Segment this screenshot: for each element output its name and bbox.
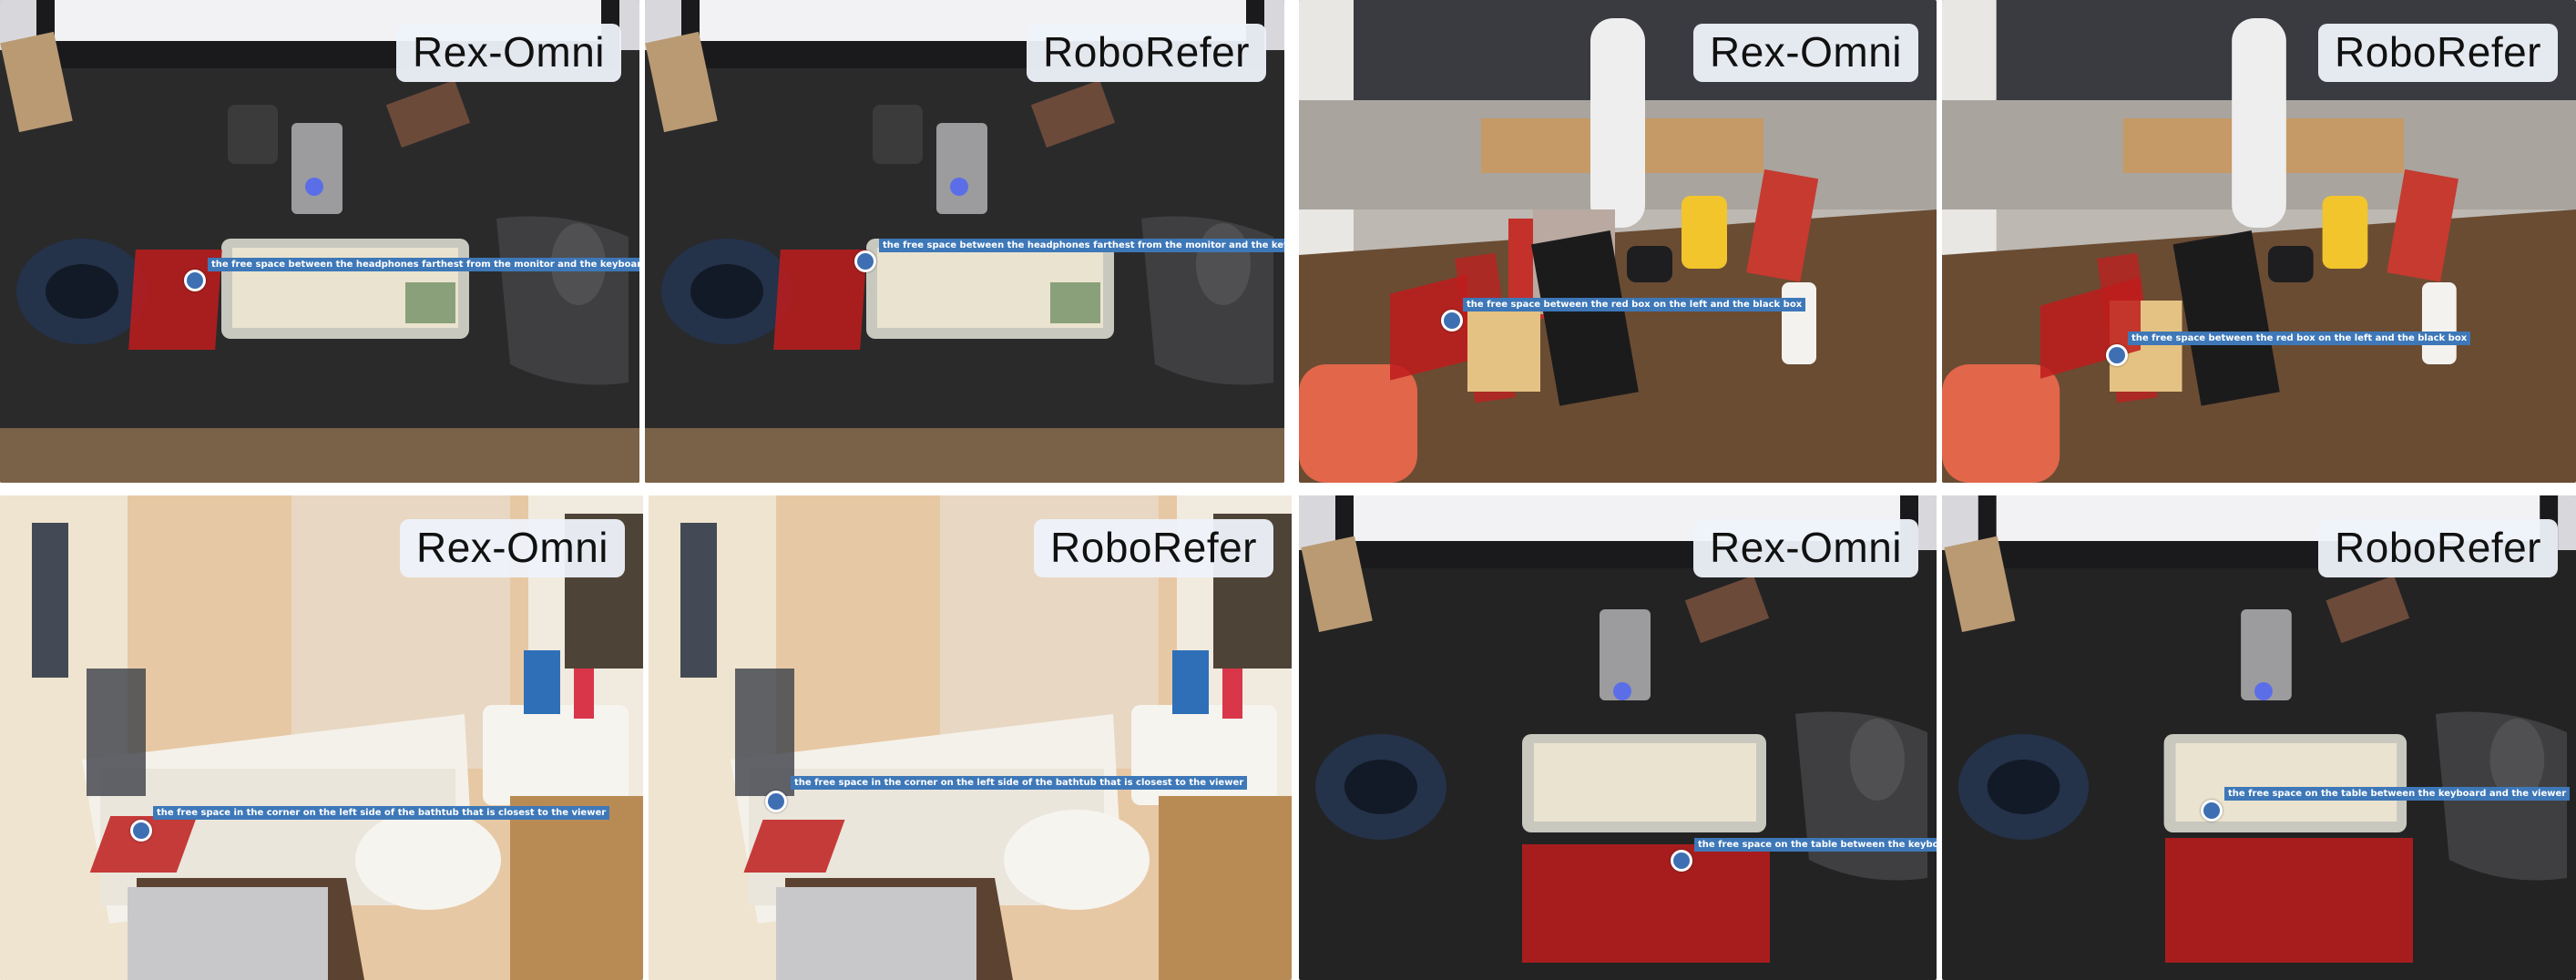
model-label: Rex-Omni (395, 24, 621, 82)
pointing-dot-icon (2106, 344, 2128, 366)
pointing-dot-icon (1441, 310, 1463, 332)
query-caption: the free space between the red box on th… (2128, 332, 2471, 345)
pointing-dot-icon (854, 250, 876, 272)
panel-desk2-rex-omni: the free space on the table between the … (1299, 495, 1937, 980)
model-label: Rex-Omni (1692, 519, 1918, 577)
panel-table-roborefer: the free space between the red box on th… (1942, 0, 2576, 483)
query-caption: the free space on the table between the … (2224, 787, 2571, 801)
query-caption: the free space between the headphones fa… (879, 239, 1284, 252)
query-caption: the free space between the headphones fa… (208, 258, 639, 271)
model-label: RoboRefer (2318, 24, 2558, 82)
region-mask (773, 250, 867, 350)
query-caption: the free space in the corner on the left… (153, 806, 610, 820)
query-caption: the free space on the table between the … (1694, 838, 1937, 852)
desk-scene-image (1299, 495, 1937, 980)
query-caption: the free space in the corner on the left… (791, 776, 1248, 790)
region-mask (1522, 844, 1770, 963)
model-label: Rex-Omni (1692, 24, 1918, 82)
model-label: RoboRefer (1027, 24, 1266, 82)
panel-desk-rex-omni: the free space between the headphones fa… (0, 0, 639, 483)
query-caption: the free space between the red box on th… (1463, 298, 1806, 311)
pointing-dot-icon (130, 820, 152, 842)
panel-desk2-roborefer: the free space on the table between the … (1942, 495, 2576, 980)
model-label: RoboRefer (1034, 519, 1273, 577)
pointing-dot-icon (765, 791, 787, 812)
region-mask (2165, 838, 2413, 963)
pointing-dot-icon (184, 270, 206, 291)
panel-bathroom-rex-omni: the free space in the corner on the left… (0, 495, 643, 980)
model-label: Rex-Omni (399, 519, 625, 577)
panel-desk-roborefer: the free space between the headphones fa… (645, 0, 1284, 483)
model-label: RoboRefer (2318, 519, 2558, 577)
panel-table-rex-omni: the free space between the red box on th… (1299, 0, 1937, 483)
panel-bathroom-roborefer: the free space in the corner on the left… (649, 495, 1292, 980)
pointing-dot-icon (1671, 850, 1692, 872)
pointing-dot-icon (2201, 800, 2223, 822)
